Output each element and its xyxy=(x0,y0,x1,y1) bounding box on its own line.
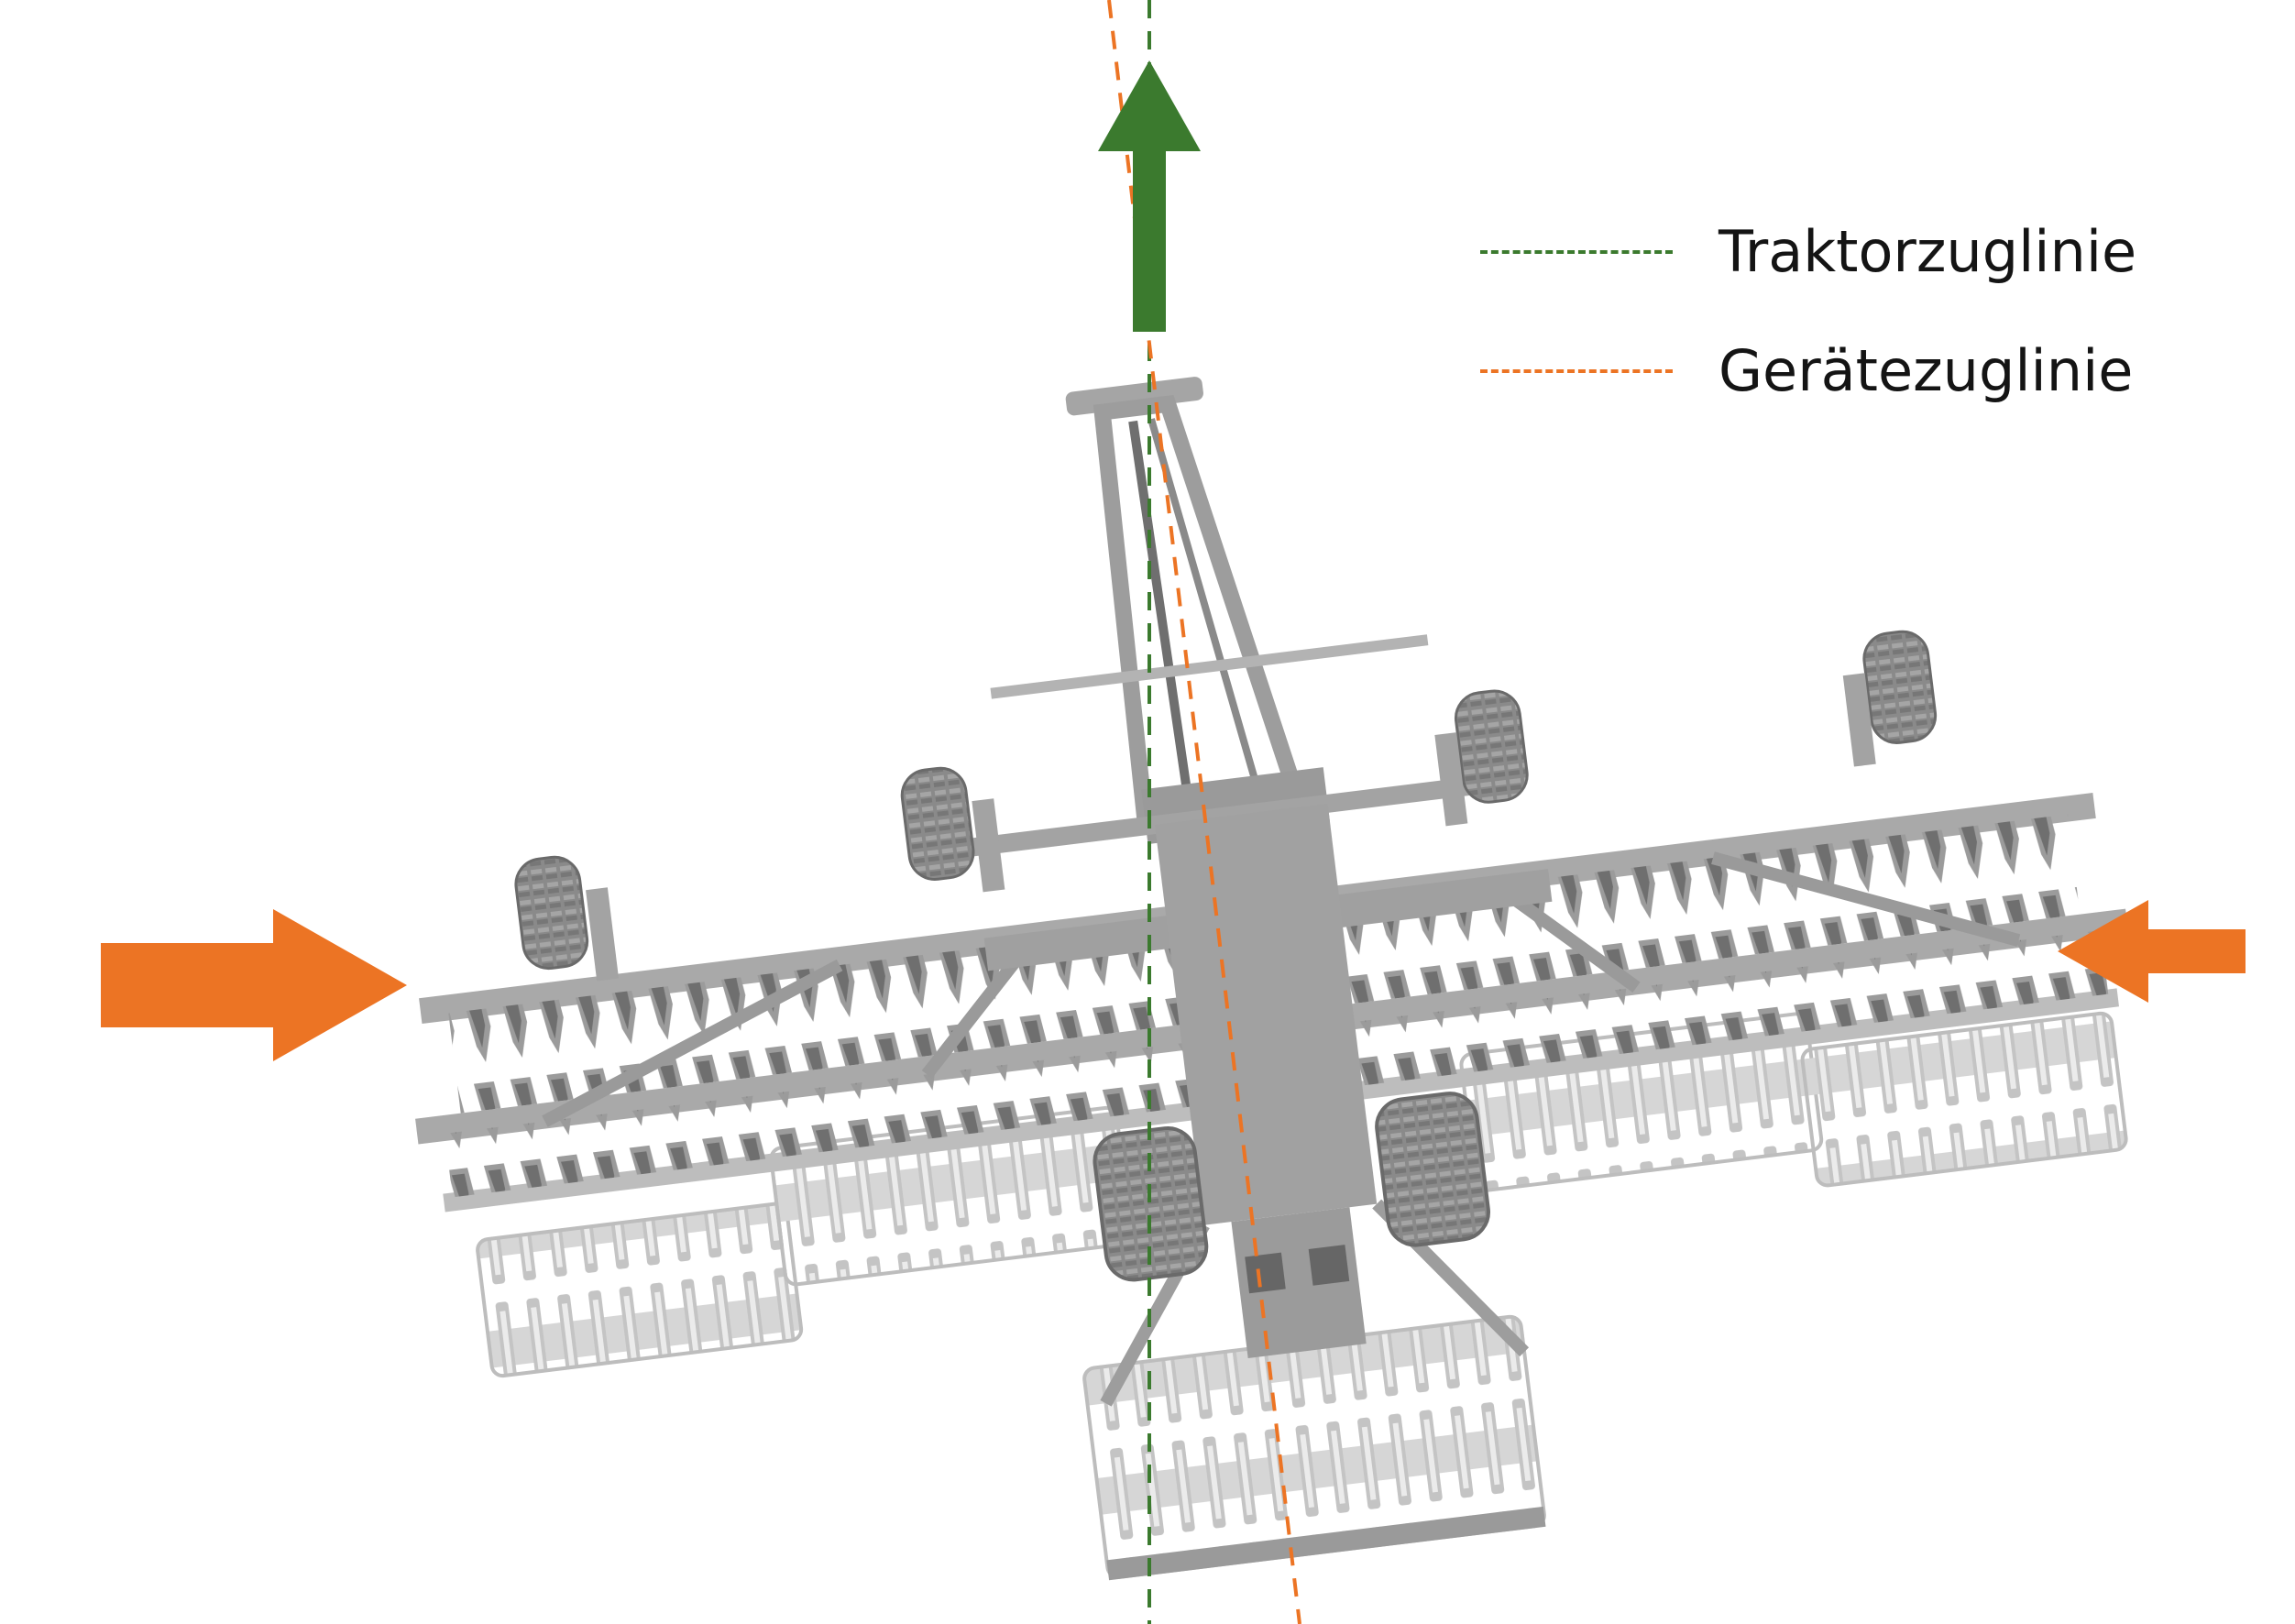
transport-wheel-left xyxy=(1093,1125,1209,1282)
roller-right-outer xyxy=(1800,1011,2128,1188)
transport-wheel-right xyxy=(1375,1092,1490,1247)
implement-pull-line xyxy=(1107,0,1301,1624)
depth-wheel-1 xyxy=(514,855,620,982)
arrow-up-icon xyxy=(1098,60,1201,332)
legend-label: Traktorzuglinie xyxy=(1719,218,2137,285)
arrow-right-icon xyxy=(101,909,407,1061)
legend-item-implement-pull-line: Gerätezuglinie xyxy=(1480,312,2136,431)
central-chassis xyxy=(1100,803,1530,1407)
legend-label: Gerätezuglinie xyxy=(1719,337,2134,404)
depth-wheel-4 xyxy=(1842,630,1938,767)
legend: Traktorzuglinie Gerätezuglinie xyxy=(1480,192,2136,431)
drawbar xyxy=(953,377,1521,859)
roller-center xyxy=(1082,1314,1546,1581)
roller-left-outer xyxy=(476,1202,804,1378)
arrow-left-icon xyxy=(2058,900,2246,1003)
depth-wheel-3 xyxy=(1434,689,1529,827)
legend-swatch-orange-dashed xyxy=(1480,369,1673,373)
depth-wheel-2 xyxy=(900,766,1005,893)
legend-swatch-green-dashed xyxy=(1480,250,1673,254)
disc-harrow-machine xyxy=(415,377,2129,1581)
legend-item-tractor-pull-line: Traktorzuglinie xyxy=(1480,192,2136,312)
